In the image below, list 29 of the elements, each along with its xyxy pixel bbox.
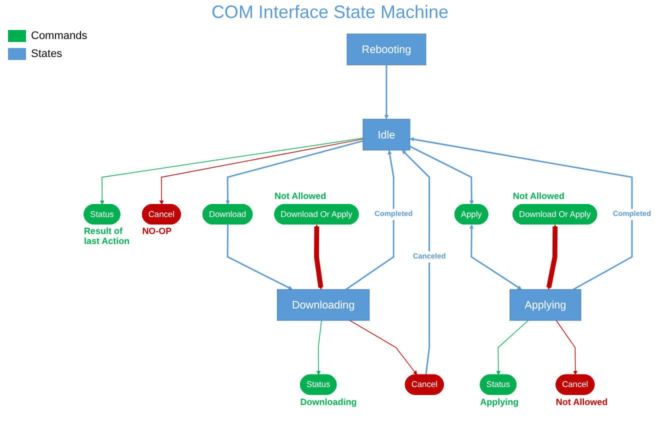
arrow (469, 224, 522, 290)
arrow (159, 138, 364, 205)
arrow (410, 146, 474, 205)
arrow (316, 320, 322, 376)
arrow (410, 137, 633, 290)
note-text: NO-OP (142, 226, 173, 236)
arrow (100, 138, 364, 205)
node-box: Applying (510, 289, 582, 321)
legend-label: States (31, 48, 62, 60)
note-text: Result of last Action (84, 226, 131, 246)
node-box: Downloading (276, 289, 370, 321)
arrow (226, 140, 364, 205)
arrow (402, 150, 430, 375)
diagram-title: COM Interface State Machine (210, 2, 450, 23)
arrow (546, 224, 558, 290)
arrow (346, 150, 394, 290)
arrow (384, 64, 389, 120)
node-box: Rebooting (346, 34, 426, 66)
node-box: Idle (362, 118, 410, 150)
legend-label: Commands (31, 30, 88, 42)
note-text: Not Allowed (556, 396, 609, 407)
note-text: Not Allowed (512, 191, 566, 202)
note-text: Applying (480, 396, 520, 407)
arrow (226, 224, 293, 290)
arrow (556, 320, 578, 376)
note-text: Not Allowed (274, 191, 328, 202)
arrow (496, 320, 529, 376)
arrow (349, 320, 418, 376)
arrow (314, 224, 324, 290)
